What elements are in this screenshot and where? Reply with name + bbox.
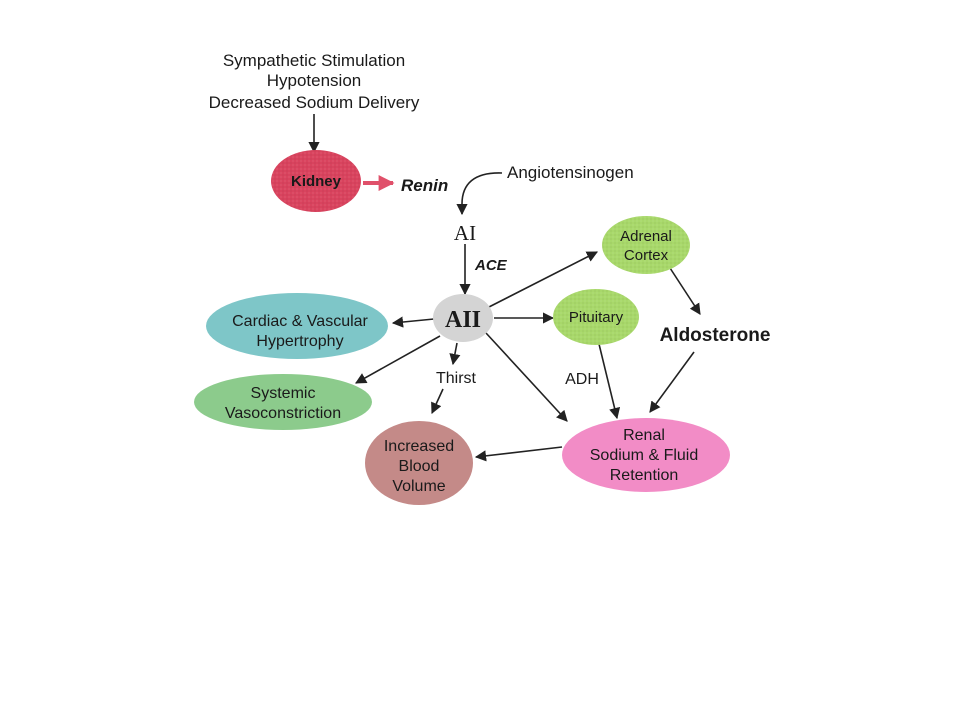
adh-label: ADH — [565, 371, 599, 388]
aii-label: AII — [445, 307, 481, 333]
adrenal-cortex-label-1: Adrenal — [620, 228, 672, 245]
ace-label: ACE — [474, 257, 508, 274]
trigger-sympathetic: Sympathetic Stimulation — [223, 51, 405, 70]
systemic-node: Systemic Vasoconstriction — [194, 374, 372, 430]
renal-retention-label-3: Retention — [610, 467, 679, 484]
arrow-aii-cardiac — [391, 316, 435, 328]
blood-volume-label-3: Volume — [392, 478, 445, 495]
kidney-node: Kidney — [271, 150, 361, 212]
adrenal-cortex-label-2: Cortex — [624, 247, 669, 264]
blood-volume-ellipse — [365, 421, 473, 505]
trigger-sodium: Decreased Sodium Delivery — [209, 93, 420, 112]
blood-volume-node: Increased Blood Volume — [365, 421, 473, 505]
cardiac-label-1: Cardiac & Vascular — [232, 313, 368, 330]
renal-retention-label-1: Renal — [623, 427, 665, 444]
renal-retention-node: Renal Sodium & Fluid Retention — [562, 418, 730, 492]
aii-ellipse — [433, 294, 493, 342]
arrow-angiotensinogen-ai — [456, 172, 503, 216]
pituitary-label: Pituitary — [569, 309, 624, 326]
angiotensinogen-label: Angiotensinogen — [507, 163, 634, 182]
trigger-hypotension: Hypotension — [267, 71, 362, 90]
arrow-aii-adrenal — [486, 251, 598, 309]
thirst-label: Thirst — [436, 370, 477, 387]
cardiac-label-2: Hypertrophy — [256, 333, 343, 350]
systemic-label-2: Vasoconstriction — [225, 405, 341, 422]
pituitary-node: Pituitary — [553, 289, 639, 345]
cardiac-ellipse — [206, 293, 388, 359]
ai-label: AI — [454, 221, 476, 245]
arrow-adrenal-aldosterone — [669, 267, 701, 315]
arrow-aldosterone-renal — [649, 351, 695, 413]
arrows — [308, 114, 701, 462]
blood-volume-label-1: Increased — [384, 438, 454, 455]
arrow-aii-thirst — [449, 342, 461, 366]
arrow-aii-renal — [485, 332, 568, 422]
renal-retention-ellipse — [562, 418, 730, 492]
arrow-aii-systemic — [355, 335, 441, 384]
blood-volume-label-2: Blood — [399, 458, 440, 475]
trigger-list: Sympathetic Stimulation Hypotension Decr… — [209, 51, 420, 112]
aldosterone-label: Aldosterone — [660, 325, 771, 346]
adrenal-cortex-node: Adrenal Cortex — [602, 216, 690, 274]
cardiac-node: Cardiac & Vascular Hypertrophy — [206, 293, 388, 359]
kidney-label: Kidney — [291, 173, 342, 190]
arrow-renal-blood — [474, 446, 563, 462]
systemic-label-1: Systemic — [251, 385, 316, 402]
arrow-thirst-blood — [431, 388, 444, 415]
renal-retention-label-2: Sodium & Fluid — [590, 447, 699, 464]
arrow-pituitary-renal — [598, 343, 621, 420]
systemic-ellipse — [194, 374, 372, 430]
renin-label: Renin — [401, 176, 448, 195]
aii-node: AII — [433, 294, 493, 342]
